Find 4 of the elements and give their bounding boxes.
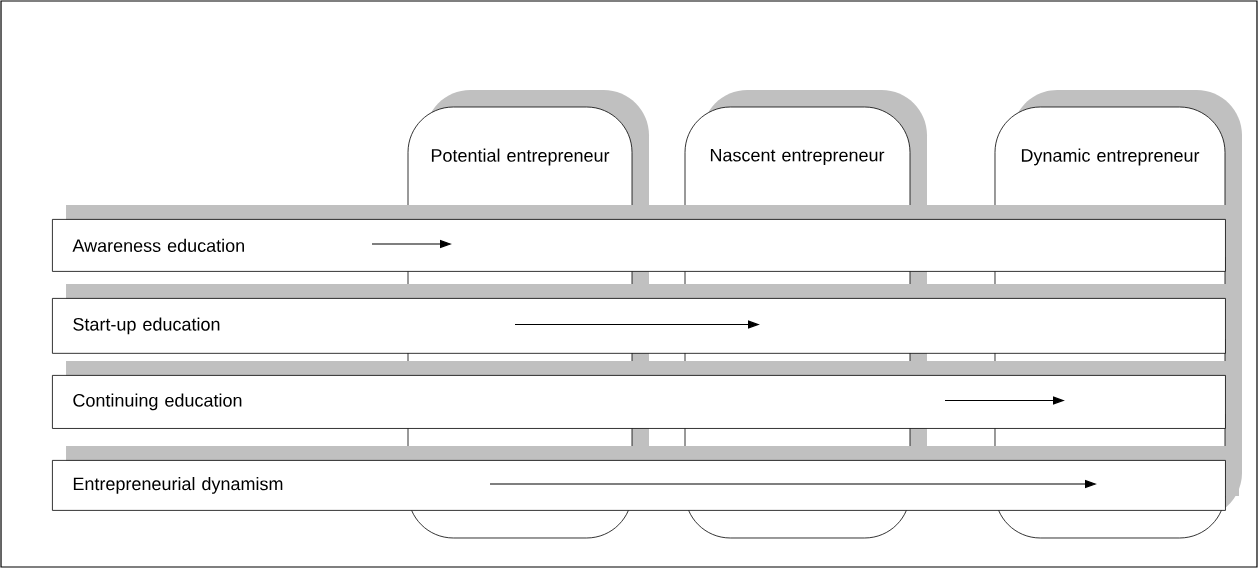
education-band: Awareness education: [52, 219, 1226, 272]
education-band: Entrepreneurial dynamism: [52, 460, 1226, 511]
education-band: Start-up education: [52, 298, 1226, 354]
education-band: Continuing education: [52, 375, 1226, 429]
